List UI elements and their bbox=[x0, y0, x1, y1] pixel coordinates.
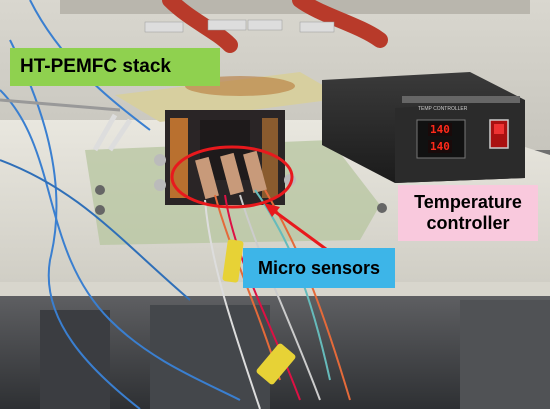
temperature-controller-label: Temperature controller bbox=[398, 185, 538, 241]
red-hose-right bbox=[292, 0, 388, 48]
micro-sensor-strip bbox=[220, 152, 244, 196]
red-hose-left bbox=[162, 0, 238, 53]
temperature-label-line1: Temperature bbox=[414, 192, 522, 213]
highlight-ellipse bbox=[170, 145, 294, 209]
stack-label-text: HT-PEMFC stack bbox=[20, 56, 171, 78]
yellow-connector bbox=[222, 239, 244, 283]
micro-sensors-label: Micro sensors bbox=[243, 248, 395, 288]
micro-sensor-strip bbox=[195, 156, 219, 200]
controller-panel-text: TEMP CONTROLLER bbox=[418, 106, 468, 112]
micro-sensors-label-text: Micro sensors bbox=[257, 257, 381, 278]
yellow-connector bbox=[256, 343, 296, 385]
stack-label: HT-PEMFC stack bbox=[10, 48, 220, 86]
micro-sensor-strip bbox=[243, 150, 267, 194]
temperature-label-line2: controller bbox=[426, 213, 510, 233]
controller-display-top: 140 bbox=[428, 123, 452, 136]
controller-display-bottom: 140 bbox=[428, 140, 452, 153]
pointer-arrow bbox=[269, 206, 331, 254]
